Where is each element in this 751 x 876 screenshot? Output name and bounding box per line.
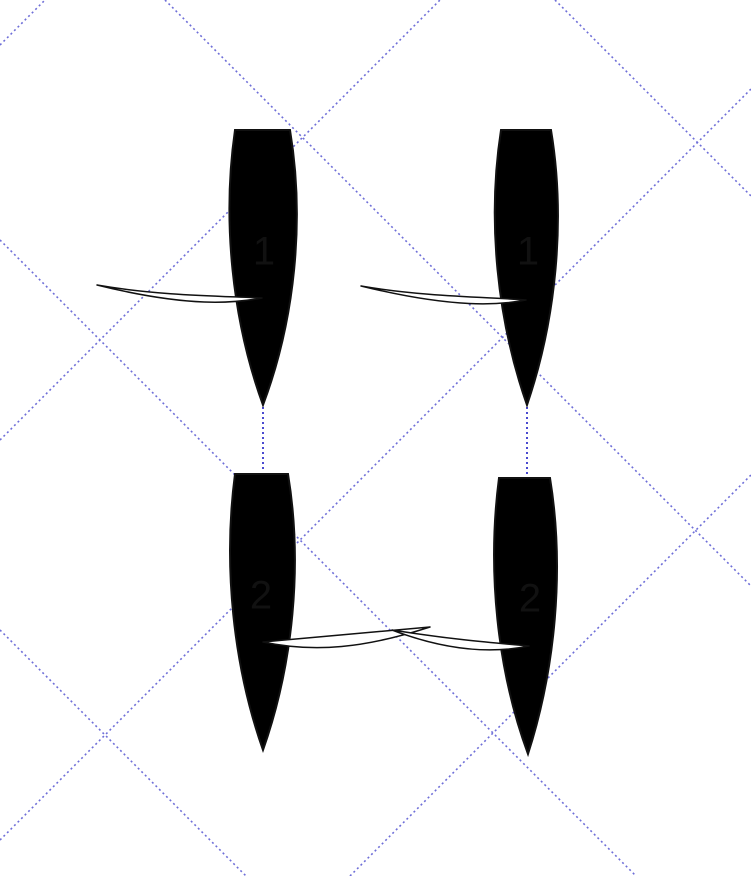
blue-boat-2: 2 bbox=[230, 474, 430, 750]
grid-line bbox=[0, 630, 246, 876]
yellow-boat-1-label: 1 bbox=[517, 230, 539, 274]
blue-boat-1-label: 1 bbox=[253, 230, 275, 274]
grid-line bbox=[0, 89, 751, 840]
grid-line bbox=[0, 0, 440, 440]
yellow-boat-2-label: 2 bbox=[519, 577, 541, 621]
grid-line bbox=[555, 0, 751, 196]
blue-boat-1: 1 bbox=[97, 130, 297, 405]
grid-line bbox=[0, 0, 45, 45]
blue-boat-2-label: 2 bbox=[250, 574, 272, 618]
yellow-boat-2: 2 bbox=[392, 478, 557, 754]
yellow-boat-1: 1 bbox=[361, 130, 558, 405]
